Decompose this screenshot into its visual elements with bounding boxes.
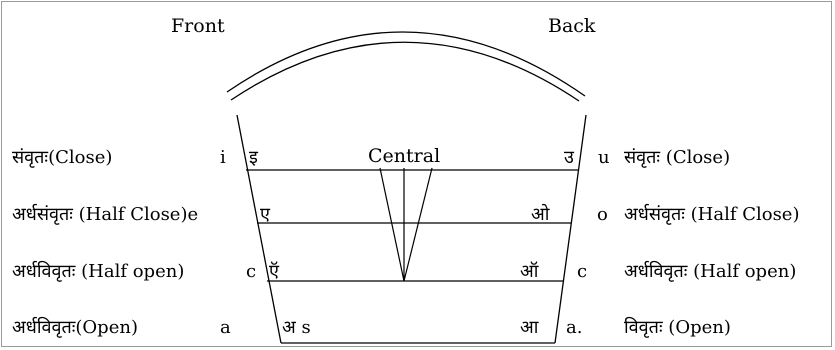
left-devanagari-half-open: ऍ bbox=[269, 261, 279, 282]
right-devanagari-open: आ bbox=[520, 317, 539, 338]
right-symbol-half-open: c bbox=[577, 261, 588, 282]
right-symbol-open: a. bbox=[566, 317, 583, 338]
right-symbol-half-close: o bbox=[597, 204, 608, 225]
right-label-half-close: अर्धसंवृतः (Half Close) bbox=[624, 204, 800, 225]
left-label-close: संवृतः(Close) bbox=[12, 147, 113, 168]
right-label-close: संवृतः (Close) bbox=[624, 147, 731, 168]
back-edge-line bbox=[554, 114, 587, 344]
left-devanagari-half-close: ए bbox=[260, 204, 270, 225]
left-symbol-close: i bbox=[220, 147, 226, 168]
central-v-left bbox=[379, 167, 405, 282]
left-label-open: अर्धविवृतः(Open) bbox=[12, 317, 138, 338]
central-label: Central bbox=[368, 145, 441, 167]
right-label-open: विवृतः (Open) bbox=[624, 317, 731, 338]
left-label-half-open: अर्धविवृतः (Half open) bbox=[12, 261, 185, 282]
front-header: Front bbox=[171, 15, 225, 37]
back-header: Back bbox=[548, 15, 596, 37]
palate-arch-outer bbox=[226, 31, 586, 97]
central-v-right bbox=[403, 167, 433, 282]
left-symbol-open: a bbox=[220, 317, 231, 338]
left-symbol-half-open: c bbox=[246, 261, 257, 282]
palate-arch-inner bbox=[230, 41, 580, 102]
right-devanagari-close: उ bbox=[564, 147, 574, 168]
right-devanagari-half-open: ऑ bbox=[520, 261, 539, 282]
right-symbol-close: u bbox=[598, 147, 610, 168]
left-devanagari-open: अ s bbox=[282, 317, 311, 338]
left-label-half-close: अर्धसंवृतः (Half Close)e bbox=[12, 204, 199, 225]
left-devanagari-close: इ bbox=[249, 147, 258, 168]
right-label-half-open: अर्धविवृतः (Half open) bbox=[624, 261, 797, 282]
right-devanagari-half-close: ओ bbox=[531, 204, 550, 225]
front-edge-line bbox=[236, 114, 282, 344]
